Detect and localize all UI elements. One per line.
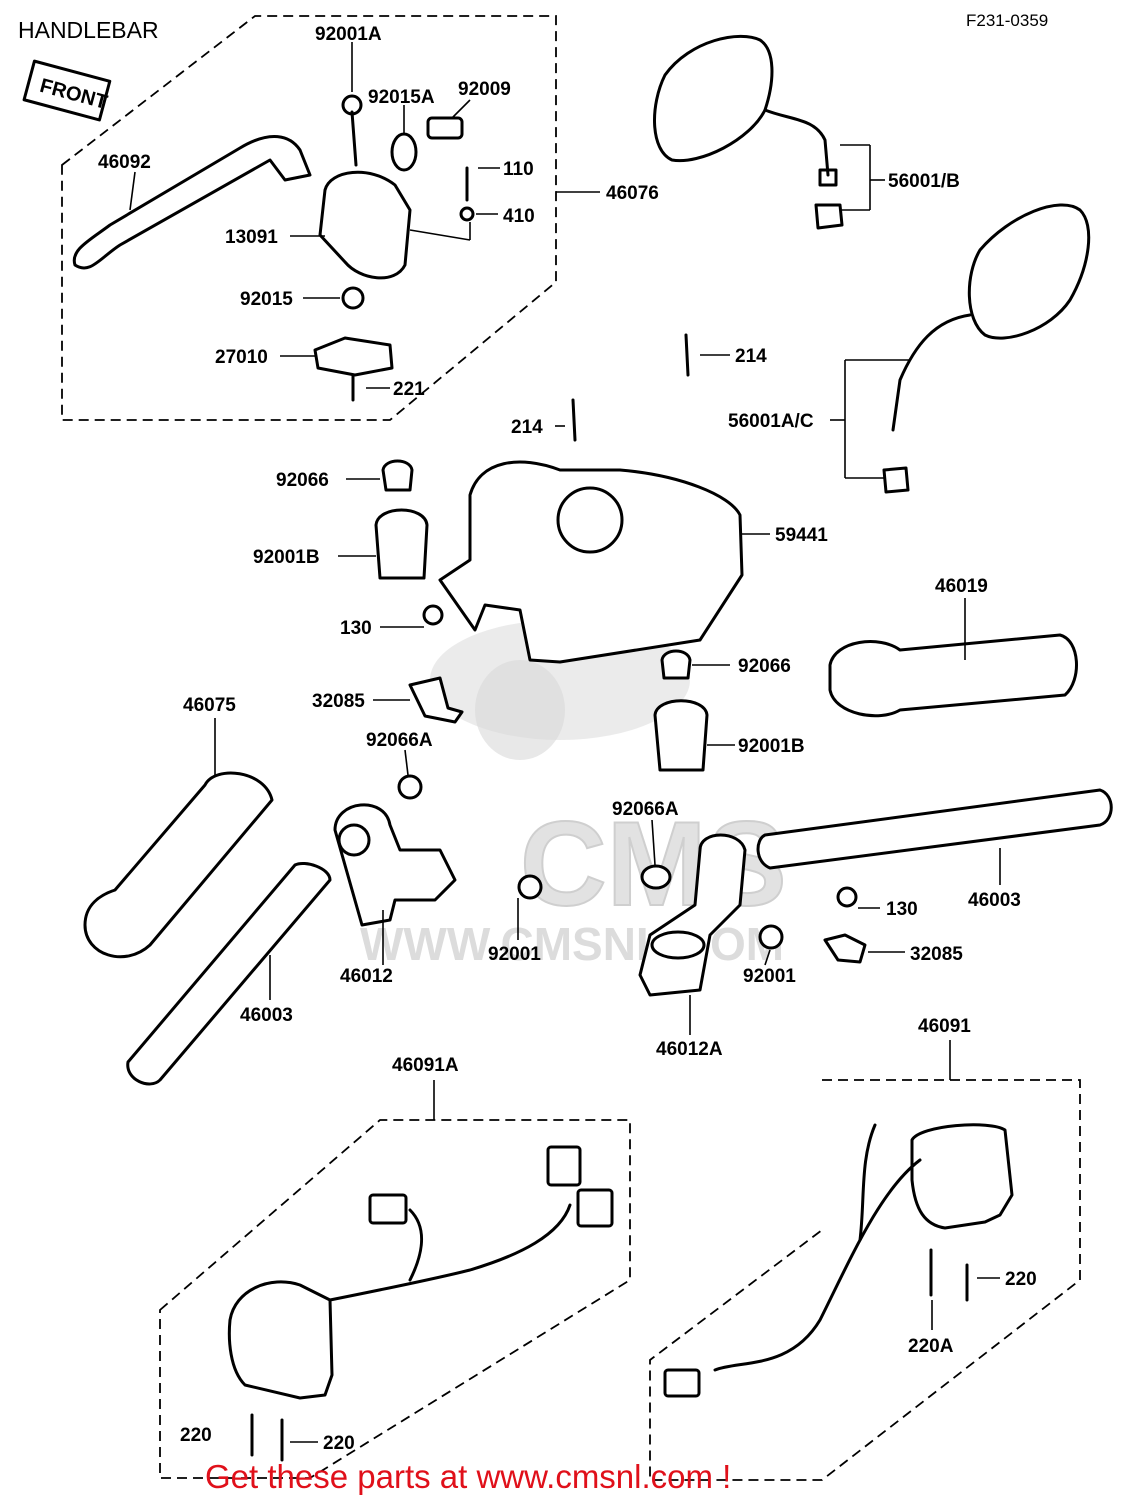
nut-92015	[341, 286, 365, 310]
label-92001-left: 92001	[488, 944, 541, 965]
brake-lever	[72, 134, 312, 270]
mirror-right-upper-stem	[763, 108, 830, 177]
label-56001B: 56001/B	[888, 171, 960, 192]
leader-lines	[129, 42, 1001, 1443]
throttle-grip	[83, 771, 274, 959]
label-46091A: 46091A	[392, 1055, 459, 1076]
right-switch-group-box	[649, 1079, 1081, 1481]
switch-left	[227, 1280, 334, 1400]
label-92009: 92009	[458, 79, 511, 100]
connector-b	[546, 1145, 582, 1187]
mirror-left-stem	[891, 313, 972, 432]
label-220-right: 220	[1005, 1269, 1037, 1290]
collar-92066A-right	[640, 864, 672, 890]
stop-switch	[313, 336, 394, 377]
label-110: 110	[503, 159, 534, 180]
label-92001B-right: 92001B	[738, 736, 805, 757]
weight-92001B-right	[653, 699, 709, 772]
washer-410	[459, 206, 475, 222]
bush	[390, 132, 418, 172]
label-46019: 46019	[935, 576, 988, 597]
label-32085-left: 32085	[312, 691, 365, 712]
label-46076: 46076	[606, 183, 659, 204]
label-92066A-left: 92066A	[366, 730, 433, 751]
switch-right-cable-b	[858, 1123, 877, 1242]
front-marker: FRONT	[22, 59, 112, 122]
label-46075: 46075	[183, 695, 236, 716]
screw-214-right	[684, 333, 690, 377]
switch-left-cable	[328, 1203, 572, 1302]
pivot-bolt-shank	[350, 110, 358, 167]
connector-d	[663, 1368, 701, 1398]
label-92015A: 92015A	[368, 87, 435, 108]
bolt-92001-left	[517, 874, 543, 900]
label-13091: 13091	[225, 227, 278, 248]
grip-right	[828, 633, 1078, 718]
label-92066A-right: 92066A	[612, 799, 679, 820]
mirror-right-upper	[653, 34, 774, 163]
label-32085-right: 32085	[910, 944, 963, 965]
connector-a	[368, 1193, 408, 1225]
collar-92066A-left	[397, 774, 423, 800]
bolt-130-right	[836, 886, 858, 908]
label-92001A: 92001A	[315, 24, 382, 45]
label-92015: 92015	[240, 289, 293, 310]
label-27010: 27010	[215, 347, 268, 368]
lever-group-box	[61, 15, 557, 421]
cap-92066-left	[381, 459, 414, 492]
label-214-left: 214	[511, 417, 543, 438]
label-46012: 46012	[340, 966, 393, 987]
diagram-title: HANDLEBAR	[18, 17, 159, 43]
holder-right-bore	[650, 930, 706, 960]
label-220-left: 220	[180, 1425, 212, 1446]
label-220-bottom: 220	[323, 1433, 355, 1454]
screw-214-left	[571, 398, 577, 442]
label-92066-right: 92066	[738, 656, 791, 677]
cap-92066-right	[660, 649, 692, 680]
label-130-right: 130	[886, 899, 918, 920]
holder-left	[333, 803, 457, 927]
clamp-32085-left	[408, 676, 464, 724]
diagram-code: F231-0359	[966, 11, 1048, 30]
bolt-130-left	[422, 604, 444, 626]
switch-left-cable-b	[408, 1208, 424, 1282]
switch-right	[910, 1123, 1014, 1230]
adjuster	[426, 116, 464, 140]
mirror-right-upper-thread	[818, 168, 838, 187]
label-59441: 59441	[775, 525, 828, 546]
bolt-92001-right	[758, 924, 784, 950]
mirror-left	[967, 203, 1091, 340]
label-214-right: 214	[735, 346, 767, 367]
holder-left-bore	[337, 823, 371, 857]
weight-92001B-left	[374, 508, 429, 580]
key-hole	[556, 486, 624, 554]
label-130-left: 130	[340, 618, 372, 639]
label-410: 410	[503, 206, 535, 227]
footer-cta-link[interactable]: Get these parts at www.cmsnl.com !	[205, 1458, 731, 1495]
connector-c	[576, 1188, 614, 1228]
label-46092: 46092	[98, 152, 151, 173]
clamp-32085-right	[823, 933, 867, 964]
label-92001B-left: 92001B	[253, 547, 320, 568]
mirror-nut-lower	[882, 466, 910, 494]
label-46003-right: 46003	[968, 890, 1021, 911]
handlebar-right	[756, 788, 1113, 870]
label-92001-right: 92001	[743, 966, 796, 987]
handlebar-left	[126, 862, 332, 1086]
label-56001AC: 56001A/C	[728, 411, 814, 432]
lever-holder	[318, 170, 412, 280]
label-46091: 46091	[918, 1016, 971, 1037]
switch-right-cable	[713, 1158, 922, 1372]
label-221: 221	[393, 379, 425, 400]
left-switch-group-box	[159, 1119, 631, 1479]
label-46003-left: 46003	[240, 1005, 293, 1026]
label-92066-left: 92066	[276, 470, 329, 491]
handlebar-cover	[438, 460, 744, 664]
label-46012A: 46012A	[656, 1039, 723, 1060]
mirror-nut-upper	[814, 203, 844, 230]
label-220A: 220A	[908, 1336, 954, 1357]
